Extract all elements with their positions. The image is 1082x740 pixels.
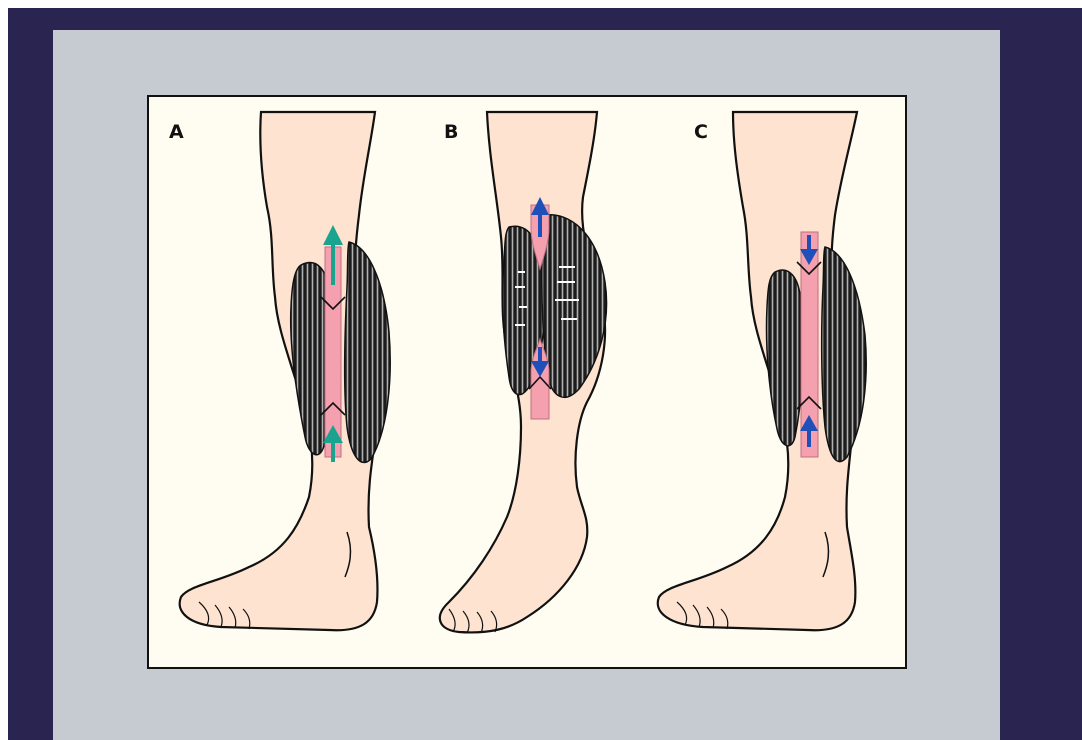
legs-illustration (149, 97, 907, 669)
panel-label-a: A (169, 121, 184, 143)
leg-a-illustration (180, 112, 391, 630)
leg-c-muscle-left (766, 270, 803, 446)
panel-label-b: B (444, 121, 458, 143)
illustration-panel: A B C (147, 95, 907, 669)
leg-b-illustration (440, 112, 607, 633)
panel-label-c: C (694, 121, 708, 143)
leg-c-muscle-right (822, 247, 867, 462)
leg-c-illustration (658, 112, 866, 630)
leg-a-muscle-right (345, 242, 391, 462)
